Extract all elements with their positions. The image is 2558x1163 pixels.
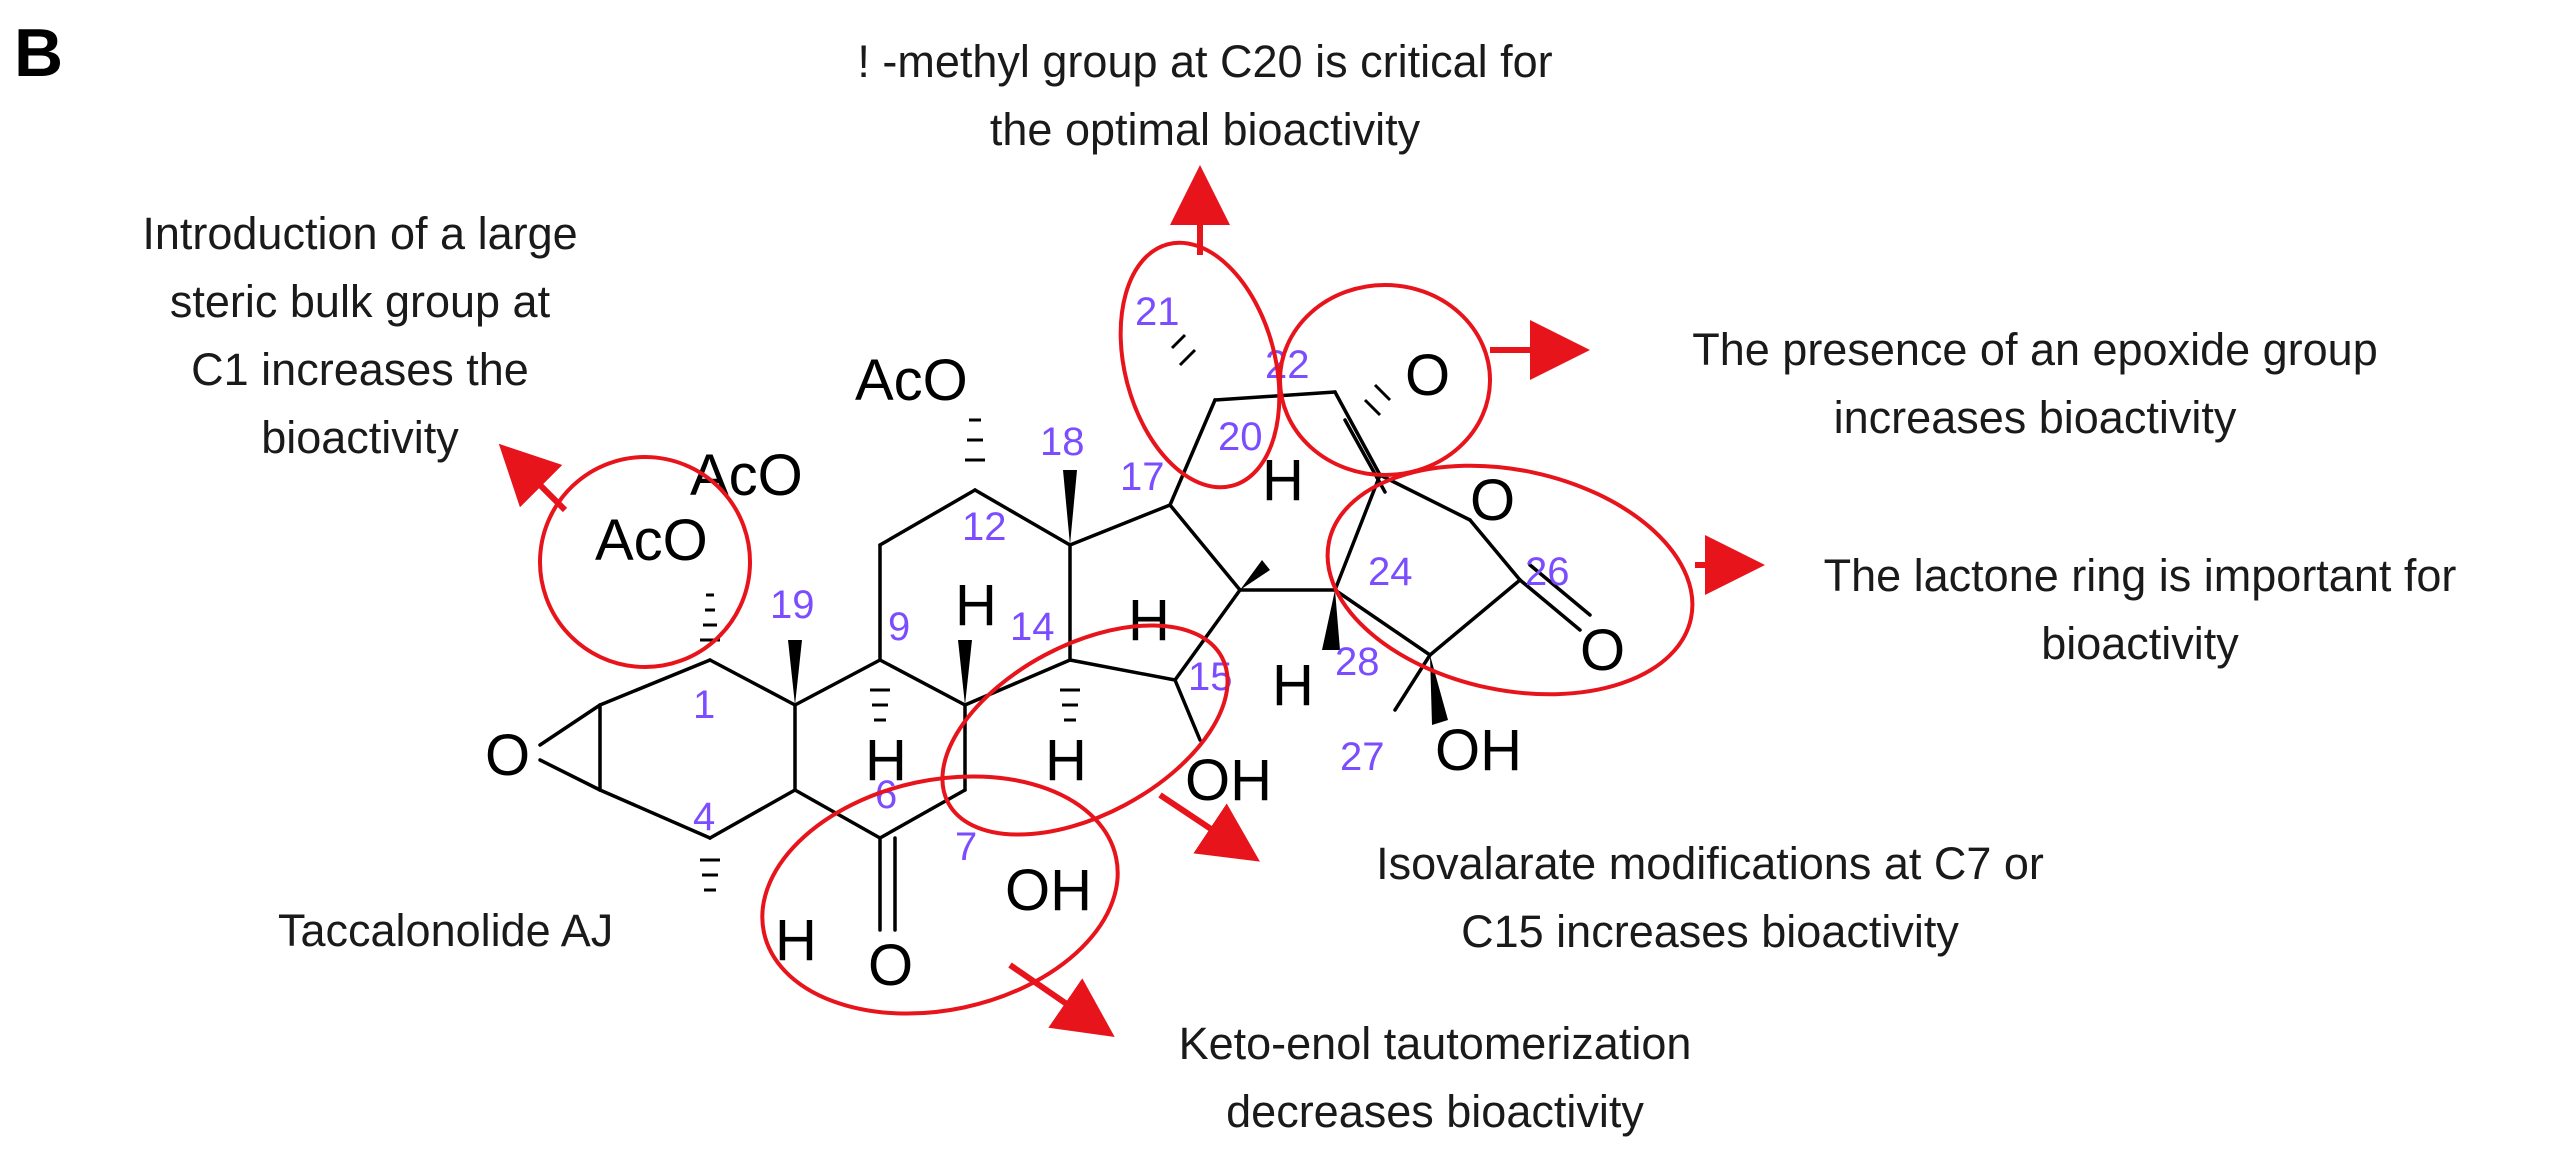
annotation-steric-c1: Introduction of a large steric bulk grou…	[142, 208, 578, 463]
arrow-c1	[498, 443, 568, 513]
compound-name: Taccalonolide AJ	[278, 905, 614, 956]
carbon-number-21: 21	[1135, 290, 1180, 334]
annotation-isovalarate: Isovalarate modifications at C7 or C15 i…	[1376, 838, 2044, 957]
carbon-number-17: 17	[1120, 455, 1165, 499]
carbon-number-20: 20	[1218, 415, 1263, 459]
h-c14b-label: H	[1128, 588, 1170, 653]
h-c17-label: H	[1262, 448, 1304, 513]
hashed-bonds	[700, 333, 1392, 892]
aco-c12-label: AcO	[855, 348, 968, 413]
carbon-numbers: 1 4 6 7 9 12 14 15 17 18 19 20 21 22 24 …	[693, 290, 1570, 869]
highlight-c6-c7-ellipse	[760, 774, 1120, 1016]
oh-c15-label: OH	[1185, 748, 1272, 813]
h-c14a-label: H	[1045, 728, 1087, 793]
arrow-c15	[1158, 792, 1260, 862]
o-carbonyl-c26-label: O	[1580, 618, 1625, 683]
h-c16-label: H	[1272, 653, 1314, 718]
highlight-epoxide-ellipse	[1278, 283, 1492, 477]
panel-label: B	[14, 15, 64, 91]
carbon-number-7: 7	[955, 825, 977, 869]
oh-c25-label: OH	[1435, 718, 1522, 783]
annotation-methyl-c20: ! -methyl group at C20 is critical for t…	[857, 36, 1553, 155]
highlight-c1-ellipse	[538, 455, 752, 669]
annotation-lactone: The lactone ring is important for bioact…	[1823, 550, 2457, 669]
carbon-number-28: 28	[1335, 640, 1380, 684]
carbon-number-6: 6	[875, 773, 897, 817]
carbon-number-18: 18	[1040, 420, 1085, 464]
o-epoxide-ring-a-label: O	[485, 723, 530, 788]
h-c8-label: H	[955, 573, 997, 638]
carbon-number-4: 4	[693, 795, 715, 839]
aco-c1-label: AcO	[595, 508, 708, 573]
atom-labels: AcO AcO AcO O O O O O OH OH OH H H H H H…	[485, 343, 1625, 998]
oh-c7-label: OH	[1005, 858, 1092, 923]
carbon-number-12: 12	[962, 505, 1007, 549]
carbon-number-24: 24	[1368, 550, 1413, 594]
aco-c11-label: AcO	[690, 443, 803, 508]
highlight-arrows	[498, 165, 1765, 1037]
h-c9-label: H	[865, 728, 907, 793]
o-epoxide-c22-label: O	[1405, 343, 1450, 408]
h-c5-label: H	[775, 908, 817, 973]
o-carbonyl-c6-label: O	[868, 933, 913, 998]
highlight-c15-ellipse	[940, 623, 1230, 837]
skeleton-bonds	[538, 390, 1592, 932]
highlight-ellipses	[538, 240, 1695, 1016]
arrow-c6-c7	[1008, 962, 1115, 1037]
carbon-number-14: 14	[1010, 605, 1055, 649]
carbon-number-19: 19	[770, 583, 815, 627]
carbon-number-9: 9	[888, 605, 910, 649]
carbon-number-27: 27	[1340, 735, 1385, 779]
carbon-number-1: 1	[693, 683, 715, 727]
highlight-lactone-ellipse	[1325, 463, 1695, 697]
annotation-epoxide: The presence of an epoxide group increas…	[1692, 324, 2378, 443]
carbon-number-26: 26	[1525, 550, 1570, 594]
annotation-keto-enol: Keto-enol tautomerization decreases bioa…	[1178, 1018, 1692, 1137]
o-lactone-label: O	[1470, 468, 1515, 533]
highlight-c20-ellipse	[1118, 240, 1282, 490]
